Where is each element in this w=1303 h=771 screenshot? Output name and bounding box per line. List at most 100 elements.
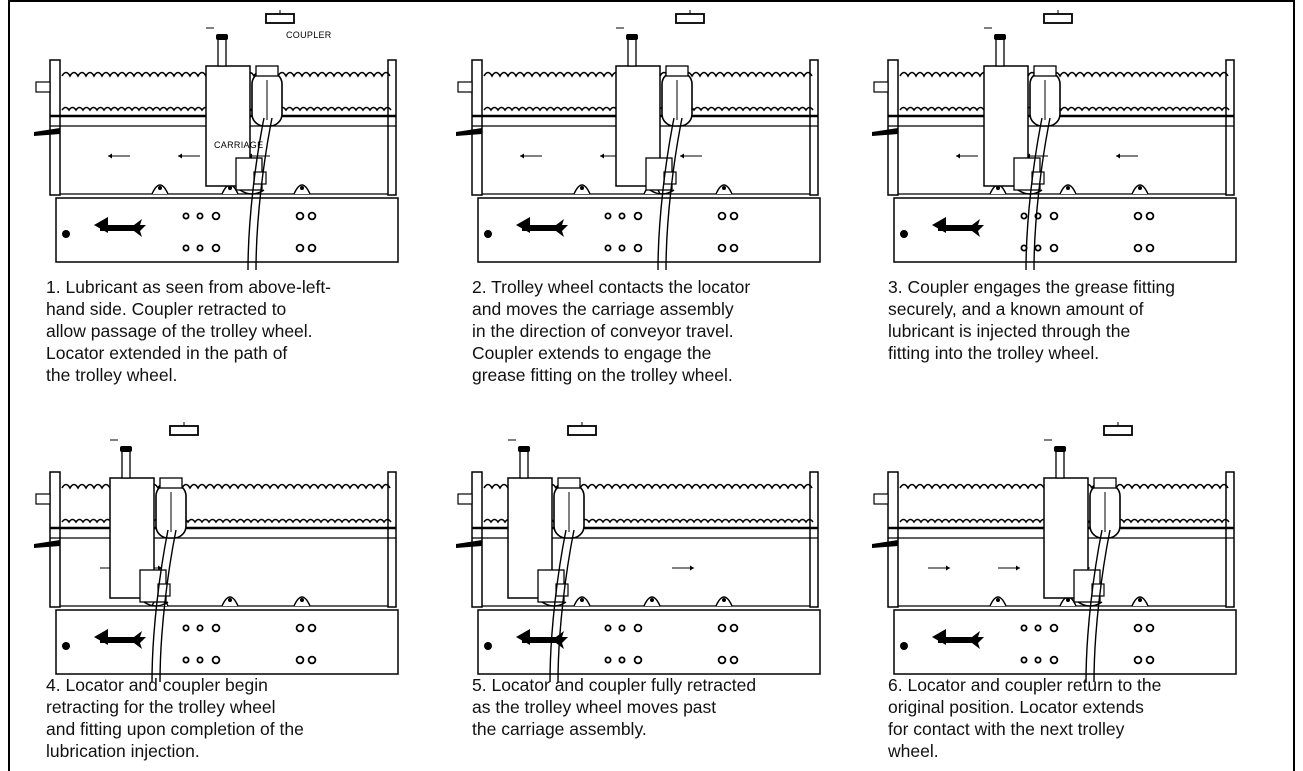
coupler-actuator [265, 13, 295, 24]
locator-cap [518, 446, 530, 452]
mounting-hole [307, 243, 317, 253]
travel-arrow-head [680, 153, 684, 159]
right-post [387, 59, 397, 196]
step-6-caption: 6. Locator and coupler return to the ori… [888, 675, 1162, 761]
left-post [49, 59, 61, 196]
locator-cap [1054, 446, 1066, 452]
mounting-hole [196, 212, 204, 220]
locator-cap [994, 34, 1006, 40]
carriage-label: CARRIAGE [214, 140, 263, 150]
trolley-pin [1066, 598, 1070, 602]
direction-arrow-head [932, 629, 946, 645]
step-4-caption: 4. Locator and coupler begin retracting … [46, 675, 304, 761]
mounting-hole [1133, 623, 1143, 633]
left-clamp [456, 128, 482, 136]
grease-hose-outer [159, 529, 177, 683]
step-5-illustration [456, 422, 821, 683]
trolley-pin [228, 598, 232, 602]
carriage-assembly [983, 34, 1061, 271]
mounting-hole [633, 211, 643, 221]
direction-arrow [938, 631, 984, 649]
trolley-pin [722, 186, 726, 190]
locator-cap [626, 34, 638, 40]
mounting-hole [182, 624, 190, 632]
travel-arrow-head [1016, 565, 1020, 571]
left-post [471, 471, 483, 608]
mounting-hole [1020, 656, 1028, 664]
travel-arrow-head [108, 153, 112, 159]
step-1-caption: 1. Lubricant as seen from above-left- ha… [46, 277, 332, 385]
trolley-pin [580, 598, 584, 602]
mounting-hole [196, 656, 204, 664]
step-5-caption: 5. Locator and coupler fully retracted a… [472, 675, 757, 739]
direction-arrow-head [94, 217, 108, 233]
mounting-hole [1145, 655, 1155, 665]
direction-arrow-head [932, 217, 946, 233]
travel-arrow-head [690, 565, 694, 571]
carriage-assembly [1043, 446, 1121, 683]
trolley-pin [1138, 598, 1142, 602]
travel-arrow-head [946, 565, 950, 571]
step-6-panel [868, 420, 1248, 683]
mounting-hole [1133, 243, 1143, 253]
grease-hose [1085, 529, 1103, 683]
locator-post [995, 37, 1005, 67]
base-screw [484, 230, 492, 238]
left-post [49, 471, 61, 608]
mounting-hole [618, 212, 626, 220]
mounting-hole [307, 655, 317, 665]
locator-cap [216, 34, 228, 40]
coupler-actuator [675, 13, 705, 24]
left-bracket [873, 81, 889, 93]
locator-post [1055, 449, 1065, 479]
direction-arrow [522, 631, 568, 649]
base-screw [900, 642, 908, 650]
machine-drawing [872, 10, 1237, 271]
step-6-illustration [872, 422, 1237, 683]
travel-arrow-head [600, 153, 604, 159]
direction-arrow-head [516, 629, 530, 645]
mounting-hole [307, 211, 317, 221]
step-2-illustration [456, 10, 821, 271]
step-4-illustration [34, 422, 399, 683]
locator-cap [120, 446, 132, 452]
mounting-hole [604, 624, 612, 632]
grease-hose [549, 529, 567, 683]
carriage-assembly [205, 34, 283, 271]
mounting-hole [633, 655, 643, 665]
trolley-pin [722, 598, 726, 602]
trolley-pin [1066, 186, 1070, 190]
coupler-cap [159, 477, 183, 489]
trolley-pin [1138, 186, 1142, 190]
right-post [1225, 59, 1235, 196]
mounting-hole [1034, 244, 1042, 252]
grease-hose-outer [1093, 529, 1111, 683]
mounting-hole [729, 655, 739, 665]
travel-arrow-head [178, 153, 182, 159]
trolley-pin [300, 186, 304, 190]
travel-arrow-head [1116, 153, 1120, 159]
left-bracket [873, 493, 889, 505]
mounting-hole [182, 212, 190, 220]
base-screw [62, 230, 70, 238]
mounting-hole [717, 243, 727, 253]
right-post [809, 59, 819, 196]
mounting-hole [1020, 624, 1028, 632]
coupler-actuator [169, 425, 199, 436]
direction-arrow [938, 219, 984, 237]
mounting-hole [1034, 624, 1042, 632]
coupler-label: COUPLER [286, 30, 332, 40]
base-screw [484, 642, 492, 650]
machine-drawing [456, 422, 821, 683]
left-bracket [457, 493, 473, 505]
mounting-hole [1133, 211, 1143, 221]
direction-arrow [100, 219, 146, 237]
mounting-hole [729, 623, 739, 633]
mounting-hole [604, 244, 612, 252]
left-post [471, 59, 483, 196]
left-clamp [456, 540, 482, 548]
trolley-pin [580, 186, 584, 190]
direction-arrow [522, 219, 568, 237]
travel-arrow-head [956, 153, 960, 159]
grease-hose [247, 117, 265, 271]
